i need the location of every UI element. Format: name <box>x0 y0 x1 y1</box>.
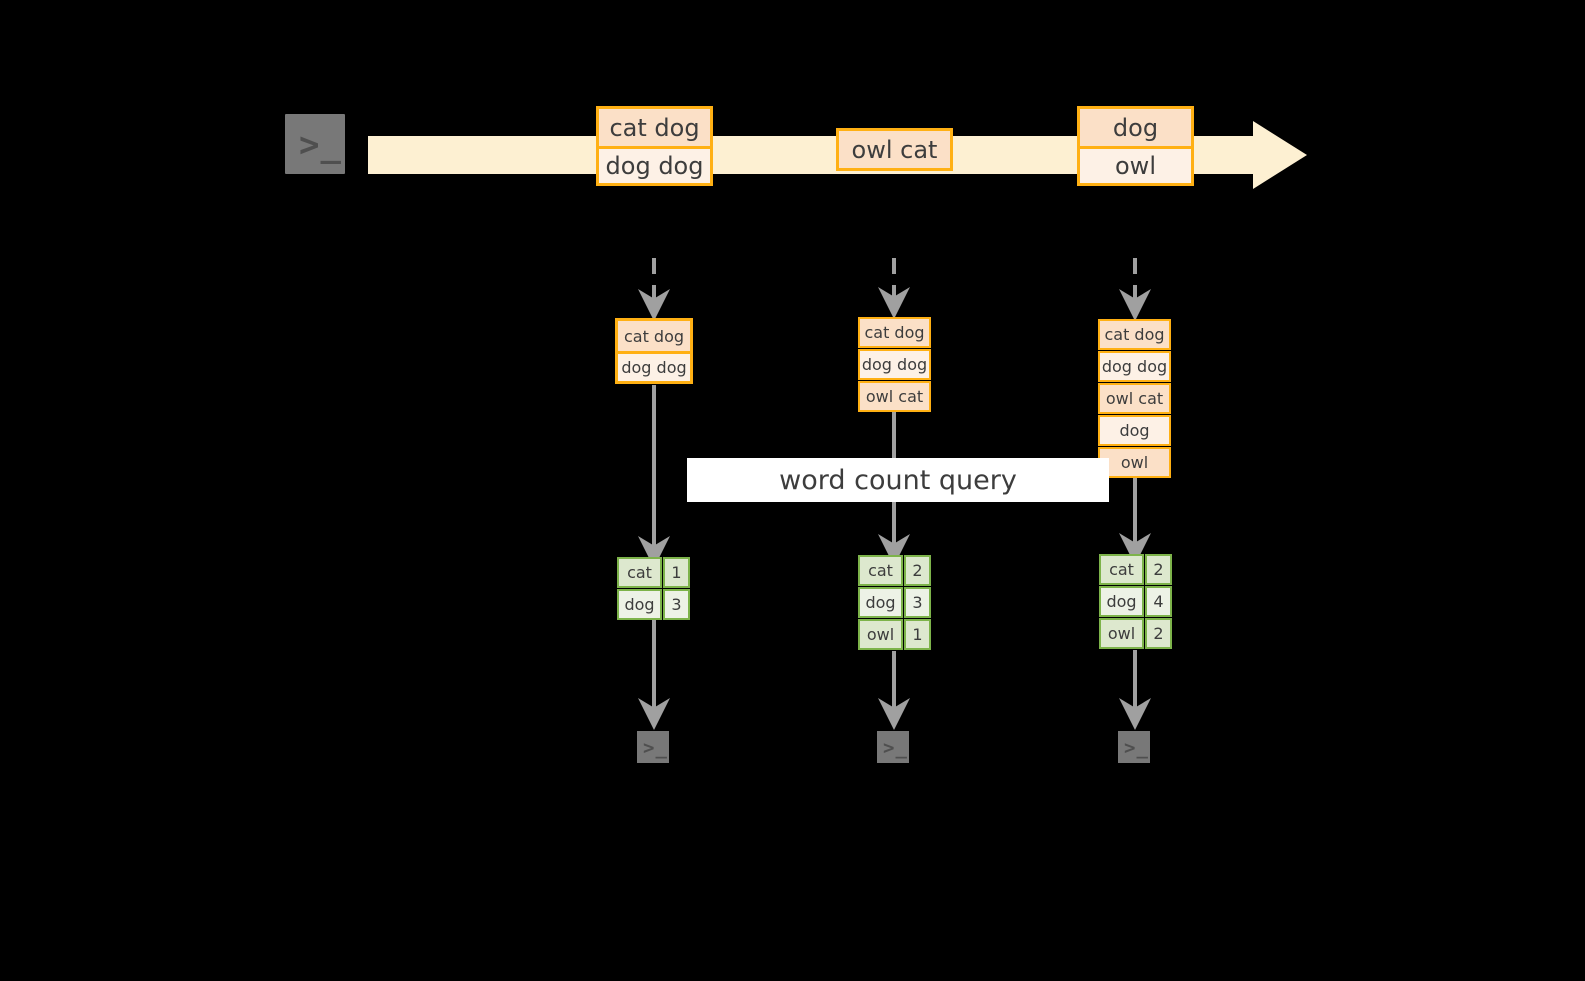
results-table-2[interactable]: cat 2 dog 3 owl 1 <box>858 555 931 650</box>
count-cell: 3 <box>904 587 931 618</box>
word-cell: dog <box>858 587 903 618</box>
count-cell: 2 <box>904 555 931 586</box>
table-state-row: cat dog <box>858 317 931 348</box>
query-label: word count query <box>687 458 1109 502</box>
stream-message-3[interactable]: dog owl <box>1077 106 1194 186</box>
table-row: owl 2 <box>1099 617 1172 649</box>
stream-message-line: cat dog <box>599 109 710 146</box>
stream-message-2[interactable]: owl cat <box>836 128 953 171</box>
table-state-3[interactable]: cat dog dog dog owl cat dog owl <box>1098 319 1171 478</box>
stream-message-line: owl cat <box>839 131 950 168</box>
word-cell: cat <box>617 557 662 588</box>
results-table-1[interactable]: cat 1 dog 3 <box>617 557 690 620</box>
table-row: dog 4 <box>1099 585 1172 617</box>
word-cell: cat <box>858 555 903 586</box>
table-state-row: cat dog <box>1098 319 1171 350</box>
terminal-prompt-glyph: >_ <box>643 737 668 759</box>
table-state-row: dog dog <box>618 351 690 381</box>
table-row: cat 1 <box>617 557 690 588</box>
count-cell: 2 <box>1145 554 1172 585</box>
word-cell: dog <box>1099 586 1144 617</box>
stream-message-line: owl <box>1080 146 1191 183</box>
table-row: owl 1 <box>858 618 931 650</box>
table-state-row: dog dog <box>858 349 931 380</box>
count-cell: 1 <box>663 557 690 588</box>
count-cell: 3 <box>663 589 690 620</box>
terminal-prompt-glyph: >_ <box>299 125 342 165</box>
word-cell: owl <box>858 619 903 650</box>
count-cell: 1 <box>904 619 931 650</box>
sink-terminal-icon-2[interactable]: >_ <box>869 723 917 771</box>
table-state-row: owl <box>1098 447 1171 478</box>
table-row: dog 3 <box>617 588 690 620</box>
table-state-row: owl cat <box>858 381 931 412</box>
stream-message-line: dog <box>1080 109 1191 146</box>
sink-terminal-icon-1[interactable]: >_ <box>629 723 677 771</box>
table-state-2[interactable]: cat dog dog dog owl cat <box>858 317 931 412</box>
terminal-prompt-glyph: >_ <box>1124 737 1149 759</box>
word-cell: owl <box>1099 618 1144 649</box>
terminal-prompt-glyph: >_ <box>883 737 908 759</box>
source-terminal-icon[interactable]: >_ <box>274 103 356 185</box>
sink-terminal-icon-3[interactable]: >_ <box>1110 723 1158 771</box>
word-cell: dog <box>617 589 662 620</box>
table-state-1[interactable]: cat dog dog dog <box>615 318 693 384</box>
table-state-row: cat dog <box>618 321 690 351</box>
count-cell: 4 <box>1145 586 1172 617</box>
results-table-3[interactable]: cat 2 dog 4 owl 2 <box>1099 554 1172 649</box>
table-state-row: owl cat <box>1098 383 1171 414</box>
table-row: cat 2 <box>858 555 931 586</box>
stream-message-line: dog dog <box>599 146 710 183</box>
table-state-row: dog dog <box>1098 351 1171 382</box>
word-cell: cat <box>1099 554 1144 585</box>
count-cell: 2 <box>1145 618 1172 649</box>
stream-message-1[interactable]: cat dog dog dog <box>596 106 713 186</box>
table-row: dog 3 <box>858 586 931 618</box>
table-row: cat 2 <box>1099 554 1172 585</box>
table-state-row: dog <box>1098 415 1171 446</box>
